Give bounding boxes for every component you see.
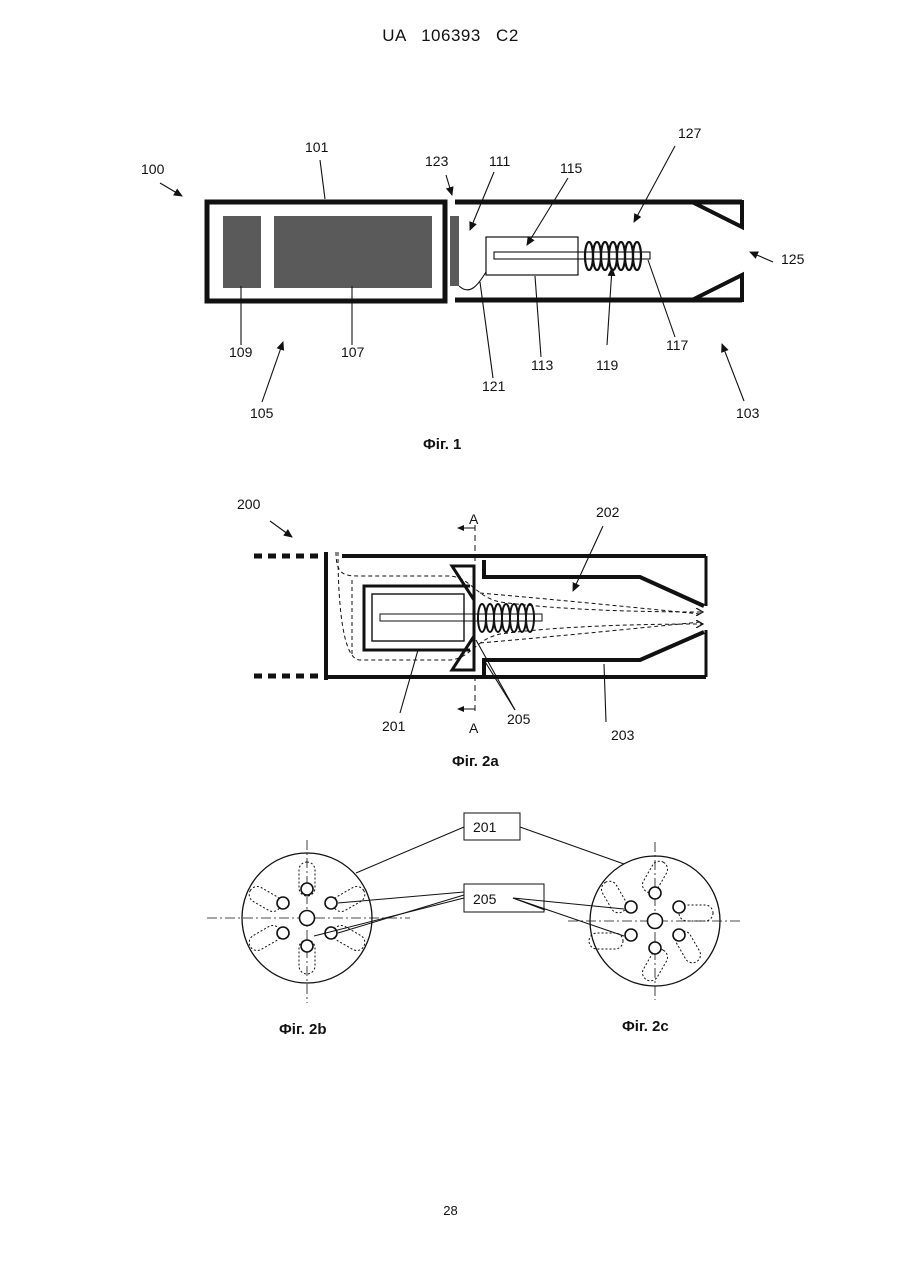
fig2a-inner-upper-wall [484, 560, 704, 606]
element-113 [486, 237, 578, 275]
label-205: 205 [507, 711, 531, 727]
label-107: 107 [341, 344, 365, 360]
label-127: 127 [678, 125, 702, 141]
label-101: 101 [305, 139, 329, 155]
label-111: 111 [489, 153, 510, 169]
nozzle-205-upper [452, 566, 474, 600]
label-105: 105 [250, 405, 274, 421]
element-201-inner [372, 594, 464, 641]
label-125: 125 [781, 251, 805, 267]
element-115 [494, 252, 650, 259]
tip-lower-wedge [692, 275, 742, 300]
box-205-label: 205 [473, 891, 497, 907]
label-a-top: A [469, 511, 479, 527]
label-121: 121 [482, 378, 506, 394]
figure-1: 100 101 123 111 115 127 125 109 107 121 … [141, 125, 805, 453]
label-115: 115 [560, 160, 583, 176]
figure-2a: 200 202 A A 201 205 203 Фіг. 2a [237, 496, 706, 770]
page-number: 28 [0, 1203, 901, 1218]
caption-fig2a: Фіг. 2a [452, 753, 499, 770]
fig2a-coil [478, 604, 534, 632]
block-109 [223, 216, 261, 288]
box-201-label: 201 [473, 819, 497, 835]
label-113: 113 [531, 357, 554, 373]
wire-121 [459, 272, 486, 290]
label-123: 123 [425, 153, 449, 169]
label-109: 109 [229, 344, 253, 360]
fig2a-inner-lower-wall [484, 632, 704, 675]
block-107 [274, 216, 432, 288]
coil-119 [585, 242, 641, 270]
caption-fig2b: Фіг. 2b [279, 1021, 327, 1038]
label-202: 202 [596, 504, 620, 520]
label-117: 117 [666, 337, 689, 353]
element-111 [450, 216, 459, 286]
tip-upper-wedge [692, 202, 742, 227]
label-100: 100 [141, 161, 165, 177]
fig2a-labels: 200 202 A A 201 205 203 [237, 496, 635, 743]
figure-2b-2c: 201 205 [207, 813, 743, 1038]
label-200: 200 [237, 496, 261, 512]
fig2a-left-stubs [254, 556, 324, 676]
caption-fig2c: Фіг. 2c [622, 1018, 669, 1035]
disc-fig2c [568, 842, 743, 1000]
label-a-bottom: A [469, 720, 479, 736]
disc-fig2b [207, 840, 410, 1003]
label-119: 119 [596, 357, 619, 373]
caption-fig1: Фіг. 1 [423, 436, 461, 453]
label-103: 103 [736, 405, 760, 421]
label-201: 201 [382, 718, 406, 734]
label-203: 203 [611, 727, 635, 743]
